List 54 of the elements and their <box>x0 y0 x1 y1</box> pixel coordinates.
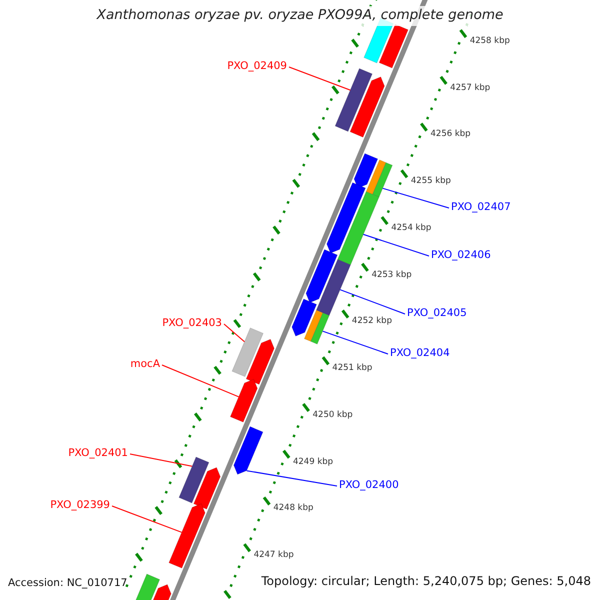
gene-block <box>326 182 366 254</box>
scale-label: 4254 kbp <box>391 224 432 232</box>
scale-label: 4258 kbp <box>470 36 510 46</box>
gene-block <box>350 76 385 138</box>
gene-block <box>230 378 258 423</box>
scale-label: 4255 kbp <box>410 177 451 186</box>
scale-label: 4251 kbp <box>332 364 372 373</box>
scale-label: 4256 kbp <box>430 130 471 139</box>
gene-label: PXO_02406 <box>431 250 491 260</box>
gene-block <box>334 68 373 132</box>
gene-block <box>193 467 221 510</box>
gene-block <box>306 249 338 303</box>
gene-block <box>292 298 317 337</box>
scale-label: 4252 kbp <box>352 317 392 326</box>
gene-block <box>366 159 386 195</box>
leader-line <box>382 188 450 208</box>
genome-info-text: Topology: circular; Length: 5,240,075 bp; Genes: 5,048 <box>261 575 591 587</box>
gene-block <box>232 328 264 378</box>
gene-block <box>246 338 275 385</box>
gene-label: PXO_02405 <box>407 308 467 318</box>
leader-line <box>246 470 338 486</box>
scale-label: 4247 kbp <box>254 551 294 560</box>
leader-line <box>112 506 182 533</box>
gene-block <box>310 312 330 345</box>
gene-block <box>233 426 264 475</box>
gene-label: PXO_02409 <box>227 61 287 72</box>
scale-label: 4257 kbp <box>450 84 490 92</box>
leader-line <box>288 66 351 91</box>
gene-label: PXO_02403 <box>162 318 222 328</box>
leader-line <box>340 289 406 314</box>
scale-label: 4248 kbp <box>273 504 314 513</box>
gene-label: PXO_02400 <box>339 480 399 490</box>
gene-block <box>354 153 378 189</box>
gene-block <box>378 24 409 68</box>
title: Xanthomonas oryzae pv. oryzae PXO99A, complete genome <box>95 6 505 26</box>
gene-block <box>178 456 210 504</box>
gene-label: mocA <box>130 359 160 370</box>
gene-block <box>337 191 380 266</box>
scale-label: 4249 kbp <box>292 458 334 466</box>
accession-text: Accession: NC_010717 <box>8 578 128 588</box>
gene-label: PXO_02401 <box>68 448 128 458</box>
leader-line <box>130 454 193 467</box>
leader-line <box>362 234 430 256</box>
leader-line <box>162 364 240 398</box>
scale-label: 4250 kbp <box>312 410 353 420</box>
gene-label: PXO_02404 <box>390 348 450 358</box>
gene-block <box>304 310 324 342</box>
gene-block <box>316 259 351 316</box>
gene-block <box>168 503 206 569</box>
scale-label: 4253 kbp <box>372 270 412 280</box>
gene-block <box>372 162 393 198</box>
leader-line <box>322 330 388 354</box>
gene-label: PXO_02407 <box>451 202 511 212</box>
gene-label: PXO_02399 <box>50 500 110 510</box>
